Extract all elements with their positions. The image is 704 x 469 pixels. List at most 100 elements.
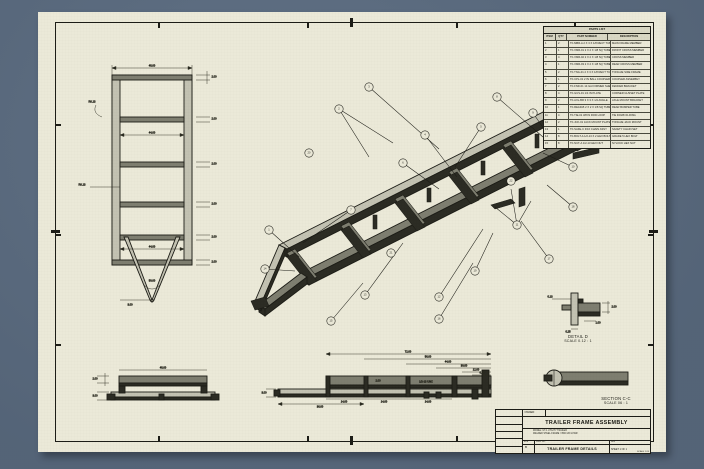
- parts-list-cell: TF-JCK-01 JACK MOUNT PLATE: [569, 119, 611, 127]
- svg-text:2.00: 2.00: [211, 202, 217, 206]
- parts-list-cell: 2: [557, 98, 569, 105]
- parts-list-cell: REAR BUMPER TUBE: [612, 106, 640, 110]
- svg-text:2.00: 2.00: [211, 260, 217, 264]
- parts-list-cell: 1: [557, 105, 569, 112]
- parts-list-cell: 13: [544, 127, 557, 134]
- svg-text:0.25: 0.25: [565, 330, 571, 334]
- zone-tick-bottom-3: [456, 436, 459, 442]
- parts-list-cell: 2: [557, 69, 569, 76]
- section-cc-label: SECTION C-C: [601, 396, 631, 401]
- parts-list-cell: 1: [557, 127, 569, 134]
- size-label: SIZE: [523, 441, 534, 445]
- zone-tick-top-1: [158, 22, 161, 28]
- svg-text:14.00: 14.00: [381, 400, 388, 404]
- parts-list-cell: 2: [557, 83, 569, 91]
- plan-view: 48.00 2.00 2.00 2.00 2.00 2.00 2.00 44.0…: [78, 63, 217, 306]
- parts-list-header-row: ITEM QTY PART NUMBER DESCRIPTION: [544, 33, 650, 41]
- svg-text:44.00: 44.00: [149, 245, 156, 249]
- balloon-callout: 5: [476, 122, 486, 132]
- parts-list-cell: GRADE 5 HEX BOLT: [612, 135, 638, 139]
- svg-text:44.00: 44.00: [149, 131, 156, 135]
- svg-text:56.00: 56.00: [425, 355, 432, 359]
- balloon-callout: 8: [492, 92, 502, 102]
- dwg-number-cell: DWG. NO. TRAILER FRAME DETAILS: [535, 441, 609, 453]
- svg-text:20: 20: [308, 151, 311, 155]
- balloon-callout: 17: [544, 254, 554, 264]
- section-cc-scale: SCALE 06 : 1: [603, 401, 629, 405]
- title-block-footer: SIZE B DWG. NO. TRAILER FRAME DETAILS RE…: [523, 441, 650, 453]
- balloon-callout: 12: [434, 292, 444, 302]
- balloon-callout: 16: [434, 314, 444, 324]
- svg-text:8: 8: [496, 95, 498, 99]
- parts-list-cell: 8: [557, 141, 569, 148]
- svg-text:10: 10: [572, 165, 575, 169]
- parts-list-cell: FENDER BRACKET: [612, 84, 637, 88]
- svg-text:44.00: 44.00: [445, 360, 452, 364]
- title-block[interactable]: OWNER: TRAILER FRAME ASSEMBLY MODEL: UT-…: [495, 409, 651, 454]
- side-elevation-view: 72.00 56.00 44.00 30.00 12.00 6.00 36.00…: [261, 349, 492, 409]
- parts-list-cell: 11: [544, 112, 557, 119]
- parts-list-cell: 14: [544, 134, 557, 141]
- svg-text:50.00: 50.00: [149, 279, 156, 283]
- parts-list-cell: AXLE MOUNT BRACKET: [612, 99, 643, 103]
- parts-list-cell: CROSS MEMBER: [612, 56, 635, 60]
- balloon-callout: 13: [360, 290, 370, 300]
- parts-list-cell: 1: [557, 47, 569, 55]
- parts-list-cell: CORNER GUSSET PLATE: [612, 92, 645, 96]
- svg-text:21: 21: [390, 251, 393, 255]
- header-description: DESCRIPTION: [619, 34, 639, 38]
- parts-list-cell: 12: [544, 119, 557, 127]
- parts-list-table[interactable]: PARTS LIST ITEM QTY PART NUMBER DESCRIPT…: [543, 26, 651, 149]
- title-block-main: OWNER: TRAILER FRAME ASSEMBLY MODEL: UT-…: [523, 410, 650, 453]
- header-item: ITEM: [544, 33, 556, 40]
- svg-text:2.00: 2.00: [211, 162, 217, 166]
- parts-list-cell: TF-CPL-01 2 IN BALL COUPLER: [569, 76, 611, 83]
- balloon-callout: 19: [470, 266, 480, 276]
- parts-list-cell: COUPLER ASSEMBLY: [612, 77, 640, 81]
- zone-tick-left-2: [55, 234, 61, 237]
- parts-list-cell: 2: [544, 47, 557, 55]
- balloon-callout: 4: [420, 130, 430, 140]
- svg-text:14.00: 14.00: [425, 400, 432, 404]
- parts-list-cell: 7: [544, 83, 557, 91]
- parts-list-cell: 1: [544, 40, 557, 47]
- balloon-callout: 21: [386, 248, 396, 258]
- parts-list-cell: 1: [557, 62, 569, 69]
- subtitle-line-1: MODEL: UT-1 UTILITY TRAILER: [533, 430, 567, 432]
- svg-text:2.00: 2.00: [375, 379, 381, 383]
- header-qty: QTY: [556, 33, 567, 40]
- center-mark-bottom: [350, 436, 353, 445]
- svg-text:15: 15: [330, 319, 333, 323]
- balloon-callout: 9: [528, 108, 538, 118]
- parts-list-cell: SAFETY CHAIN SET: [612, 128, 638, 132]
- center-mark-top: [350, 18, 353, 27]
- zone-tick-bottom-2: [307, 436, 310, 442]
- svg-text:11: 11: [516, 223, 519, 227]
- parts-list-cell: TF-AXL-BR 3 X 3 X 1/4 ANGLE: [569, 98, 611, 105]
- parts-list-cell: 15: [544, 141, 557, 148]
- detail-d-scale: SCALE 0.12 : 1: [564, 339, 592, 343]
- parts-list-caption: PARTS LIST: [544, 27, 650, 34]
- parts-list-cell: TONGUE JACK MOUNT: [612, 120, 642, 124]
- parts-list-cell: 3: [544, 55, 557, 62]
- size-value: B: [525, 445, 528, 449]
- parts-list-cell: TF-GUS-01 1/4 IN PLATE: [569, 91, 611, 98]
- parts-list-cell: 4: [557, 91, 569, 98]
- parts-list-cell: 4: [544, 62, 557, 69]
